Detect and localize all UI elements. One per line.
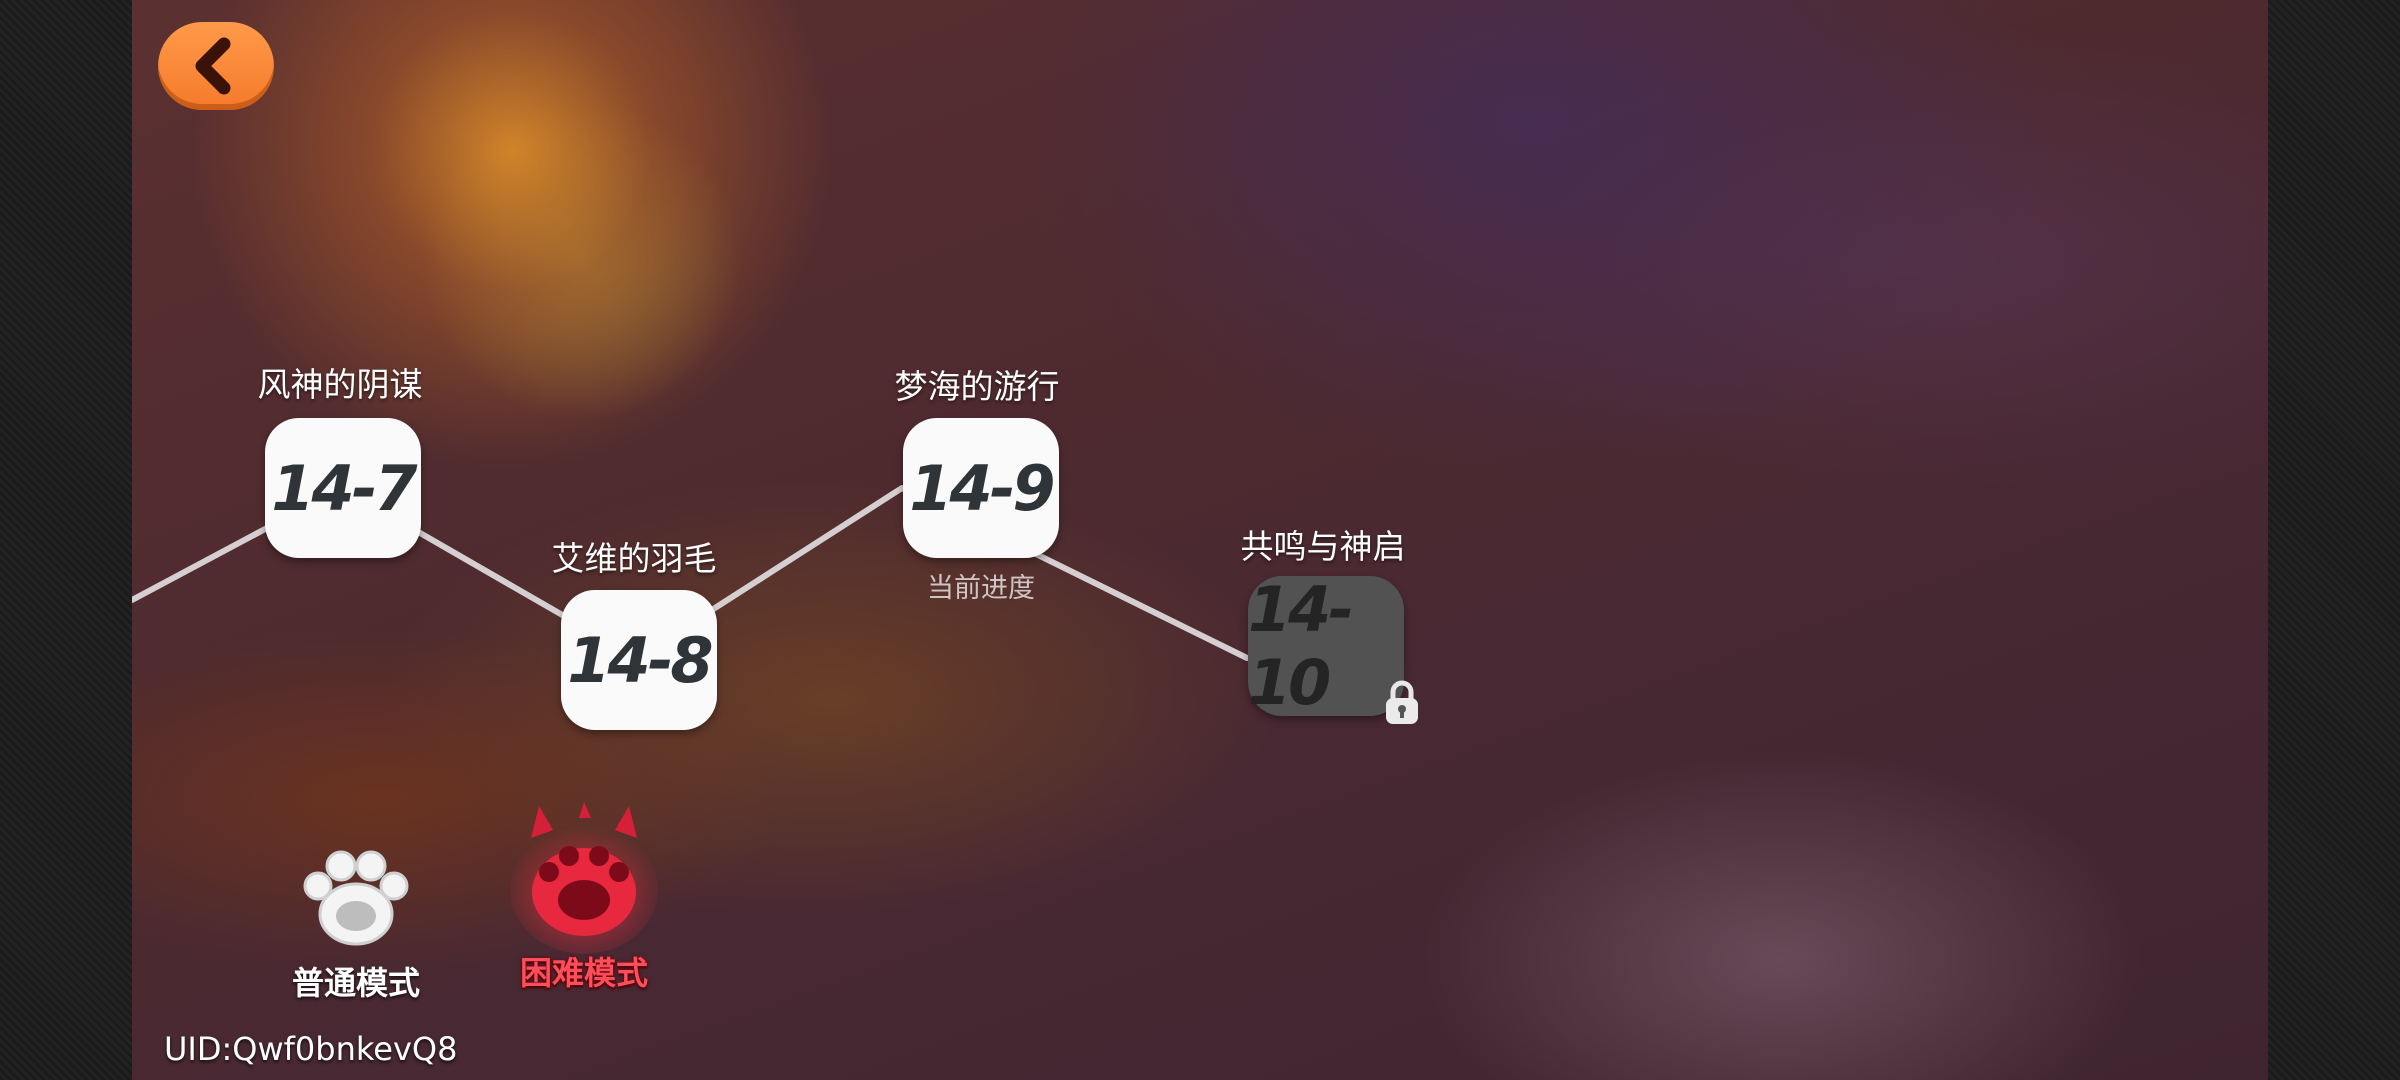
normal-mode-button[interactable]: 普通模式 [266,844,446,1004]
stage-title-14-9: 梦海的游行 [894,367,1060,406]
stage-title-14-7: 风神的阴谋 [257,365,423,404]
hard-mode-label: 困难模式 [519,954,648,992]
stage-node-14-9[interactable]: 14-9 [903,418,1059,558]
left-letterbox [0,0,132,1080]
red-devil-paw-icon [510,802,658,954]
stage-number: 14-10 [1248,573,1354,719]
user-id-label: UID:Qwf0bnkevQ8 [164,1030,458,1068]
right-letterbox [2268,0,2400,1080]
normal-mode-label: 普通模式 [291,964,420,1002]
stage-title-14-8: 艾维的羽毛 [551,539,717,578]
stage-number: 14-9 [909,451,1055,525]
stage-node-14-8[interactable]: 14-8 [561,590,717,730]
stage-node-14-7[interactable]: 14-7 [265,418,421,558]
hard-mode-button[interactable]: 困难模式 [494,800,674,994]
current-progress-label: 当前进度 [927,573,1035,604]
stage-node-14-10[interactable]: 14-10 [1248,573,1404,719]
stage-title-14-10: 共鸣与神启 [1240,527,1406,566]
chevron-left-icon [195,37,231,95]
stage-number: 14-8 [567,623,713,697]
back-button[interactable] [158,22,274,110]
game-screen: 风神的阴谋 14-7 艾维的羽毛 14-8 梦海的游行 14-9 当前进度 共鸣… [132,0,2268,1080]
white-paw-icon [303,850,409,946]
stage-path-line [132,485,1330,661]
lock-icon [1386,680,1418,724]
stage-number: 14-7 [271,451,417,525]
